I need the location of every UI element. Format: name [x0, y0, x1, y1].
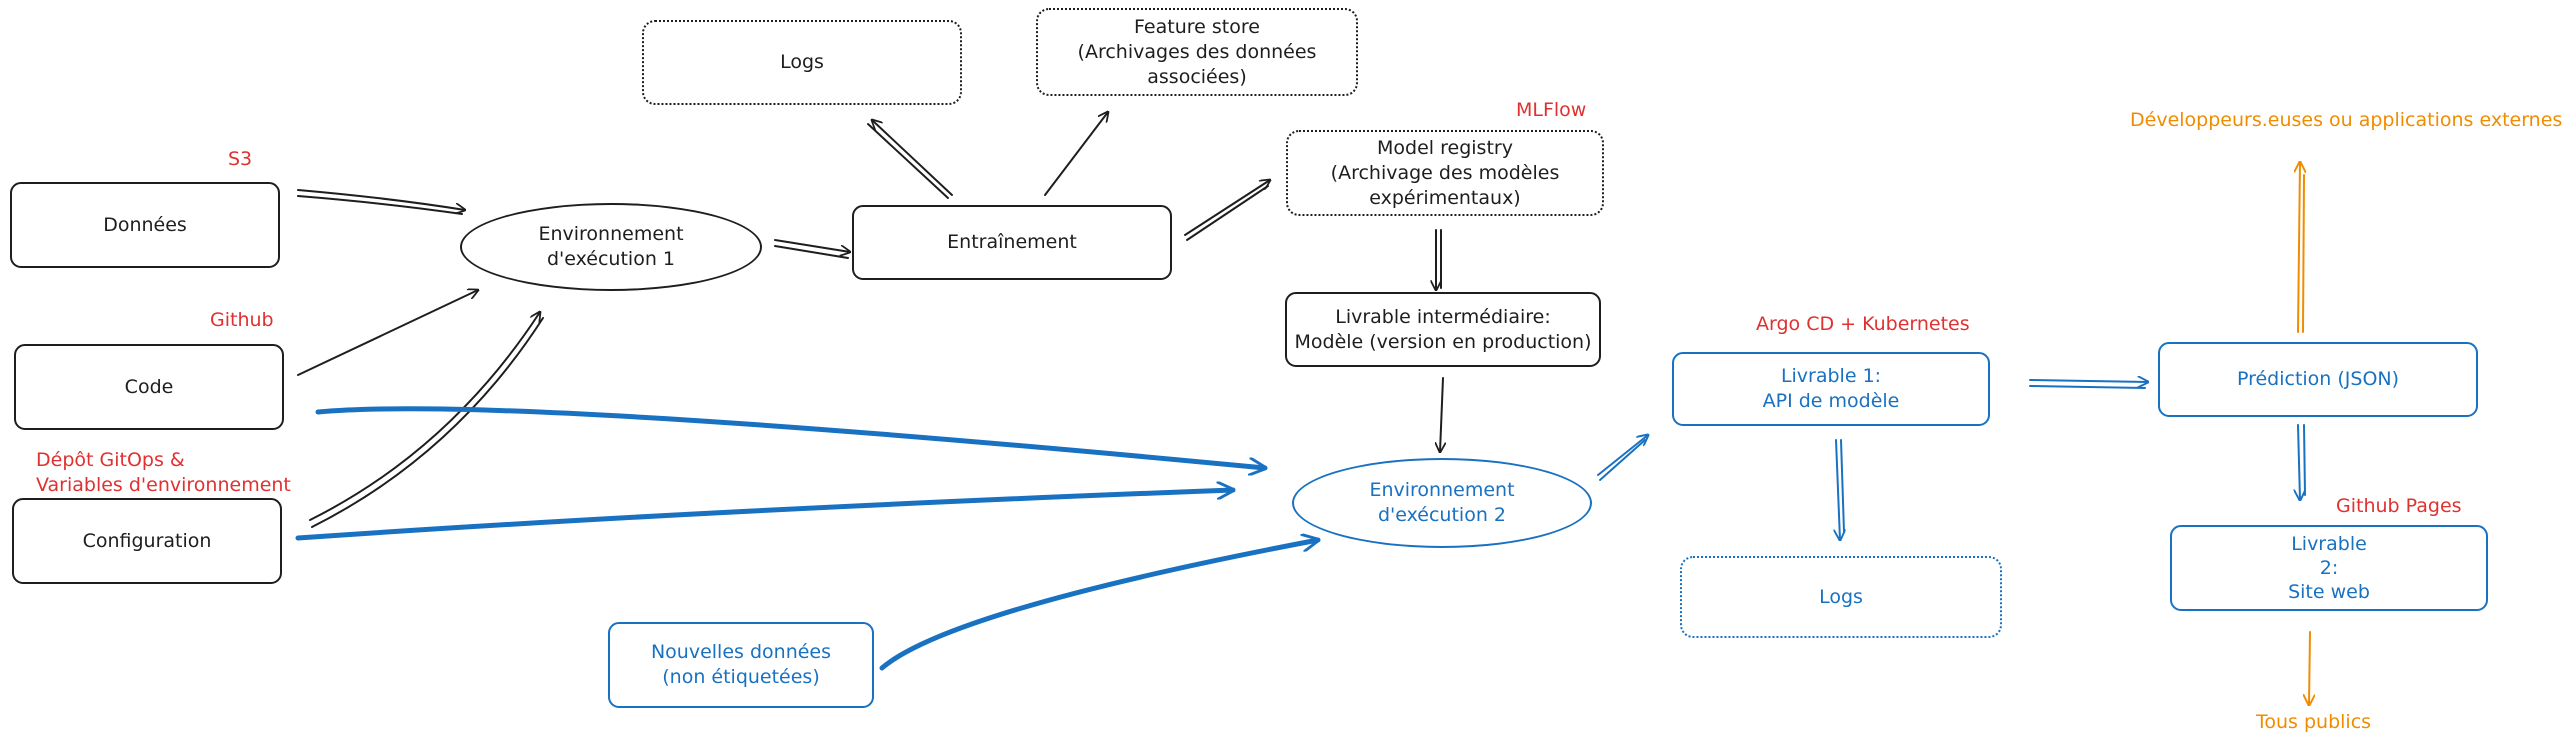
node-livrable1: Livrable 1: API de modèle — [1672, 352, 1990, 426]
label-github: Github — [210, 309, 274, 331]
node-nouvelles-donnees-text: Nouvelles données (non étiquetées) — [650, 641, 832, 688]
node-prediction-text: Prédiction (JSON) — [2236, 368, 2400, 390]
node-livrable-intermediaire: Livrable intermédiaire: Modèle (version … — [1285, 292, 1601, 367]
node-logs-bottom-text: Logs — [1819, 585, 1863, 608]
node-code-text: Code — [124, 375, 174, 398]
arrow-code-env1 — [297, 290, 478, 376]
label-argo: Argo CD + Kubernetes — [1756, 313, 1970, 335]
arrow-livrable1-logs — [1836, 439, 1840, 540]
arrow-entrainement-logs — [872, 120, 953, 196]
node-livrable-intermediaire-text: Livrable intermédiaire: Modèle (version … — [1294, 305, 1592, 353]
label-gitops: Dépôt GitOps & Variables d'environnement — [36, 449, 291, 496]
node-logs-top: Logs — [642, 20, 962, 105]
node-entrainement-text: Entraînement — [947, 231, 1077, 253]
node-donnees-text: Données — [103, 213, 187, 236]
node-logs-top-text: Logs — [780, 51, 824, 73]
label-s3: S3 — [228, 148, 253, 170]
label-developpeurs: Développeurs.euses ou applications exter… — [2130, 109, 2563, 131]
arrow-livrable1-prediction — [2029, 380, 2148, 382]
node-nouvelles-donnees: Nouvelles données (non étiquetées) — [608, 622, 874, 708]
arrow-config-env2 — [295, 490, 1236, 541]
arrow-prediction-livrable2 — [2298, 424, 2300, 500]
label-mlflow: MLFlow — [1516, 99, 1587, 121]
arrow-config-env1 — [309, 312, 540, 521]
arrow-livrable2-touspublics — [2309, 631, 2310, 705]
node-model-registry-text: Model registry (Archivage des modèles ex… — [1330, 136, 1560, 209]
arrow-entrainement-registry — [1184, 180, 1270, 236]
node-model-registry: Model registry (Archivage des modèles ex… — [1286, 130, 1604, 216]
node-env1: Environnement d'exécution 1 — [460, 203, 762, 291]
node-prediction: Prédiction (JSON) — [2158, 342, 2478, 417]
node-livrable1-text: Livrable 1: API de modèle — [1762, 365, 1900, 412]
arrow-nouvellesdonnees-env2 — [879, 540, 1318, 671]
node-code: Code — [14, 344, 284, 430]
label-github-pages: Github Pages — [2336, 495, 2462, 517]
arrow-prediction-developpeurs — [2298, 162, 2300, 333]
node-donnees: Données — [10, 182, 280, 268]
arrow-entrainement-featurestore — [1044, 112, 1108, 196]
node-feature-store-text: Feature store (Archivages des données as… — [1077, 15, 1317, 88]
arrow-env1-entrainement — [774, 239, 850, 252]
arrow-code-env2 — [315, 406, 1265, 468]
node-configuration: Configuration — [12, 498, 282, 584]
arrow-env2-livrable1 — [1597, 435, 1648, 476]
node-livrable2-text: Livrable 2: Site web — [2288, 533, 2370, 603]
node-env1-text: Environnement d'exécution 1 — [538, 223, 684, 270]
arrow-donnees-env1 — [297, 189, 465, 210]
node-env2-text: Environnement d'exécution 2 — [1369, 479, 1515, 526]
node-livrable2: Livrable 2: Site web — [2170, 525, 2488, 611]
label-tous-publics: Tous publics — [2256, 711, 2372, 733]
node-feature-store: Feature store (Archivages des données as… — [1036, 8, 1358, 96]
node-logs-bottom: Logs — [1680, 556, 2002, 638]
arrow-livrable-env2 — [1440, 377, 1443, 452]
node-env2: Environnement d'exécution 2 — [1292, 458, 1592, 548]
node-entrainement: Entraînement — [852, 205, 1172, 280]
node-configuration-text: Configuration — [82, 529, 212, 552]
